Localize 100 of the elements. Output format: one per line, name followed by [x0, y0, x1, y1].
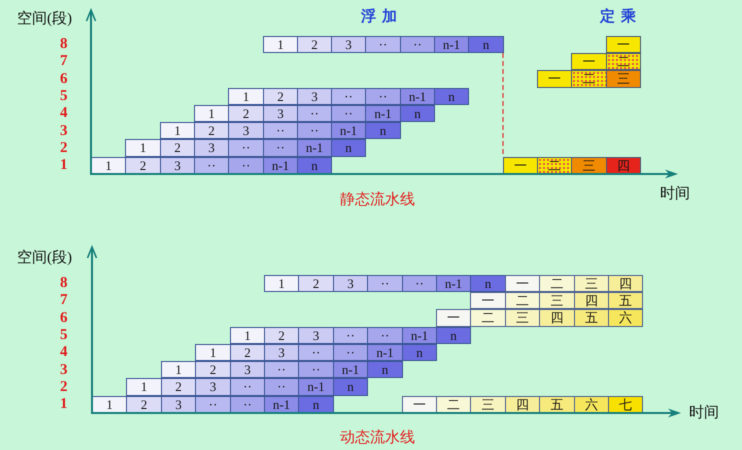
pipeline-cell: 3: [160, 157, 195, 174]
pipeline-cell: n: [331, 139, 366, 157]
chart-caption: 静态流水线: [340, 192, 415, 208]
pipeline-cell: ··: [263, 139, 298, 157]
pipeline-cell: 四: [574, 292, 609, 309]
pipeline-cell: n-1: [400, 88, 435, 105]
pipeline-cell: 1: [125, 139, 161, 157]
pipeline-cell: 四: [539, 309, 575, 327]
pipeline-cell: ··: [331, 105, 366, 122]
pipeline-cell: 三: [505, 309, 540, 327]
pipeline-cell: ··: [298, 361, 334, 378]
stage-number: 1: [60, 396, 68, 412]
pipeline-cell: 二: [470, 309, 506, 327]
pipeline-cell: 3: [230, 361, 265, 378]
pipeline-cell: ··: [402, 275, 437, 292]
stage-number: 8: [60, 275, 68, 291]
pipeline-cell: 七: [608, 396, 643, 413]
pipeline-cell: 3: [194, 139, 229, 157]
pipeline-cell: 二: [436, 396, 471, 413]
stage-number: 2: [60, 140, 68, 156]
pipeline-cell: 1: [264, 275, 299, 292]
pipeline-cell: ··: [195, 396, 231, 413]
stage-number: 1: [60, 157, 68, 173]
pipeline-cell: n-1: [402, 327, 437, 344]
stage-number: 5: [60, 88, 68, 104]
pipeline-cell: 2: [161, 378, 196, 396]
pipeline-cell: n-1: [264, 396, 299, 413]
pipeline-cell: 1: [263, 36, 298, 53]
pipeline-cell: 1: [195, 344, 231, 361]
pipeline-cell: 二: [571, 70, 607, 88]
pipeline-cell: 一: [503, 157, 538, 174]
pipeline-cell: 三: [470, 396, 506, 413]
pipeline-cell: ··: [367, 275, 403, 292]
pipeline-cell: ··: [333, 327, 368, 344]
pipeline-cell: n-1: [333, 361, 368, 378]
pipeline-cell: 1: [160, 122, 195, 139]
pipeline-cell: 1: [194, 105, 229, 122]
pipeline-cell: ··: [400, 36, 435, 53]
connector-line: [502, 53, 504, 157]
stage-number: 7: [60, 292, 68, 308]
pipeline-cell: 二: [606, 53, 641, 70]
stage-number: 6: [60, 310, 68, 326]
pipeline-cell: n: [402, 344, 437, 361]
pipeline-cell: 三: [571, 157, 607, 174]
pipeline-cell: ··: [333, 344, 368, 361]
pipeline-cell: n: [468, 36, 504, 53]
pipeline-cell: 三: [574, 275, 609, 292]
pipeline-cell: n-1: [331, 122, 366, 139]
pipeline-cell: 二: [539, 275, 575, 292]
pipeline-cell: n: [434, 88, 469, 105]
pipeline-cell: 一: [436, 309, 471, 327]
stage-number: 5: [60, 327, 68, 343]
pipeline-cell: n: [298, 396, 334, 413]
pipeline-cell: n: [367, 361, 403, 378]
pipeline-cell: ··: [331, 88, 366, 105]
pipeline-cell: ··: [264, 378, 299, 396]
pipeline-cell: 2: [228, 105, 264, 122]
pipeline-cell: 1: [230, 327, 265, 344]
section-heading: 浮加: [361, 9, 403, 25]
pipeline-cell: 一: [470, 292, 506, 309]
section-heading: 定乘: [600, 9, 642, 25]
pipeline-cell: 2: [125, 157, 161, 174]
pipeline-cell: 四: [505, 396, 540, 413]
stage-number: 4: [60, 105, 68, 121]
pipeline-cell: 二: [537, 157, 572, 174]
pipeline-cell: n: [365, 122, 401, 139]
pipeline-cell: n-1: [436, 275, 471, 292]
pipeline-cell: ··: [297, 122, 332, 139]
pipeline-cell: 六: [608, 309, 643, 327]
pipeline-cell: 3: [333, 275, 368, 292]
pipeline-cell: ··: [264, 361, 299, 378]
stage-number: 3: [60, 123, 68, 139]
pipeline-cell: ··: [263, 122, 298, 139]
pipeline-cell: 2: [297, 36, 332, 53]
pipeline-cell: ··: [228, 157, 264, 174]
stage-number: 6: [60, 71, 68, 87]
pipeline-cell: 1: [161, 361, 196, 378]
pipeline-cell: 2: [298, 275, 334, 292]
pipeline-cell: 五: [574, 309, 609, 327]
pipeline-cell: 2: [230, 344, 265, 361]
pipeline-cell: n: [400, 105, 435, 122]
pipeline-cell: n-1: [434, 36, 469, 53]
pipeline-cell: 2: [126, 396, 162, 413]
pipeline-cell: 2: [264, 327, 299, 344]
pipeline-cell: 2: [263, 88, 298, 105]
pipeline-cell: 1: [228, 88, 264, 105]
pipeline-cell: ··: [367, 327, 403, 344]
pipeline-cell: 一: [537, 70, 572, 88]
pipeline-cell: ··: [365, 36, 401, 53]
pipeline-cell: 五: [539, 396, 575, 413]
pipeline-cell: 1: [126, 378, 162, 396]
pipeline-cell: 一: [571, 53, 607, 70]
stage-number: 7: [60, 53, 68, 69]
pipeline-cell: 三: [606, 70, 641, 88]
pipeline-cell: 四: [606, 157, 641, 174]
axis-label: 空间(段): [17, 11, 72, 27]
stage-number: 2: [60, 379, 68, 395]
pipeline-cell: ··: [365, 88, 401, 105]
pipeline-cell: 五: [608, 292, 643, 309]
pipeline-cell: 2: [195, 361, 231, 378]
